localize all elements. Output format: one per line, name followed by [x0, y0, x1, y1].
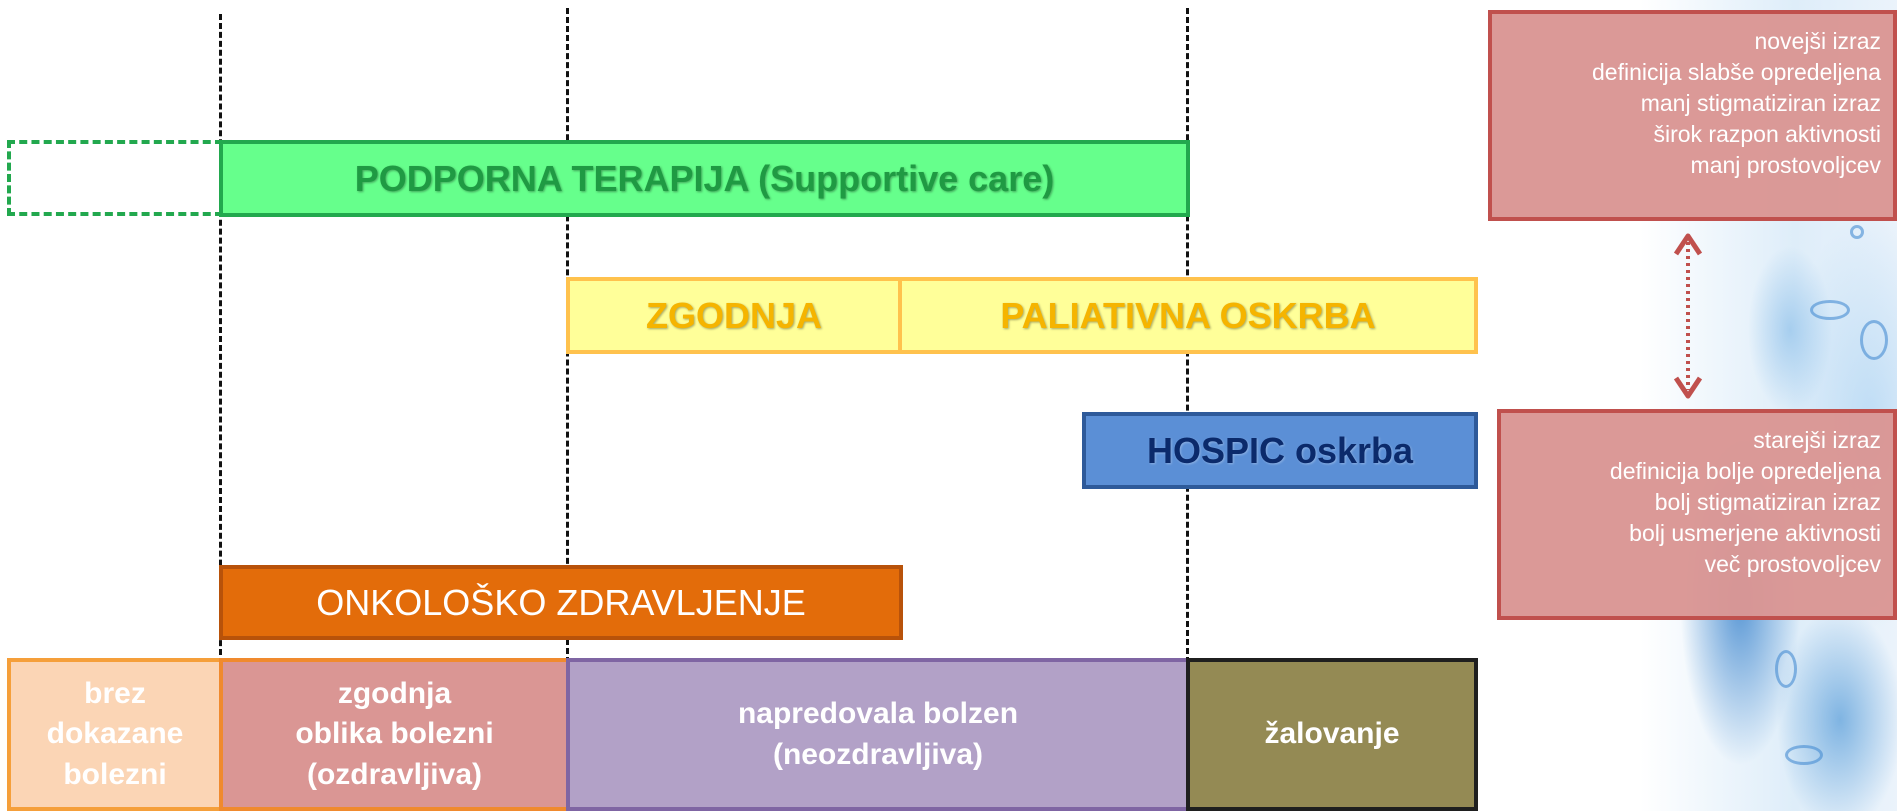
- early-label: ZGODNJA: [645, 294, 822, 336]
- double-arrow-icon: [1673, 233, 1703, 399]
- early-palliative-bar: ZGODNJA: [566, 277, 902, 354]
- bubble-decoration: [1850, 225, 1864, 239]
- info-line: bolj stigmatiziran izraz: [1654, 489, 1881, 516]
- bubble-decoration: [1775, 650, 1797, 688]
- oncology-treatment-bar: ONKOLOŠKO ZDRAVLJENJE: [219, 565, 903, 640]
- info-line: starejši izraz: [1753, 427, 1881, 453]
- info-line: manj stigmatiziran izraz: [1640, 90, 1881, 117]
- supportive-care-extension: [7, 140, 223, 216]
- palliative-care-label: PALIATIVNA OSKRBA: [1000, 294, 1376, 336]
- info-line: bolj usmerjene aktivnosti: [1629, 520, 1881, 547]
- timeline-divider: [219, 14, 222, 664]
- stage-label: napredovala bolzen (neozdravljiva): [737, 697, 1019, 771]
- bubble-decoration: [1810, 300, 1850, 320]
- info-line: definicija bolje opredeljena: [1609, 458, 1881, 485]
- stage-early-disease: zgodnja oblika bolezni (ozdravljiva): [219, 658, 570, 811]
- newer-term-info-box: novejši izraz definicija slabše opredelj…: [1488, 10, 1897, 221]
- info-line: širok razpon aktivnosti: [1653, 121, 1881, 148]
- palliative-care-bar: PALIATIVNA OSKRBA: [898, 277, 1478, 354]
- stage-label: zgodnja oblika bolezni (ozdravljiva): [295, 676, 494, 791]
- older-term-info-box: starejši izraz definicija bolje opredelj…: [1497, 409, 1897, 620]
- info-line: manj prostovoljcev: [1690, 152, 1881, 179]
- stage-label: brez dokazane bolezni: [46, 676, 184, 791]
- hospice-care-label: HOSPIC oskrba: [1146, 429, 1414, 471]
- oncology-treatment-label: ONKOLOŠKO ZDRAVLJENJE: [316, 581, 806, 623]
- bubble-decoration: [1785, 745, 1823, 765]
- info-line: definicija slabše opredeljena: [1592, 59, 1881, 86]
- bubble-decoration: [1860, 320, 1888, 360]
- supportive-care-bar: PODPORNA TERAPIJA (Supportive care): [219, 140, 1190, 217]
- supportive-care-label: PODPORNA TERAPIJA (Supportive care): [354, 157, 1055, 199]
- info-line: novejši izraz: [1754, 28, 1881, 54]
- hospice-care-bar: HOSPIC oskrba: [1082, 412, 1478, 489]
- stage-advanced-disease: napredovala bolzen (neozdravljiva): [566, 658, 1190, 811]
- stage-bereavement: žalovanje: [1186, 658, 1478, 811]
- stage-label: žalovanje: [1264, 717, 1400, 751]
- stage-no-disease: brez dokazane bolezni: [7, 658, 223, 811]
- info-line: več prostovoljcev: [1704, 551, 1881, 578]
